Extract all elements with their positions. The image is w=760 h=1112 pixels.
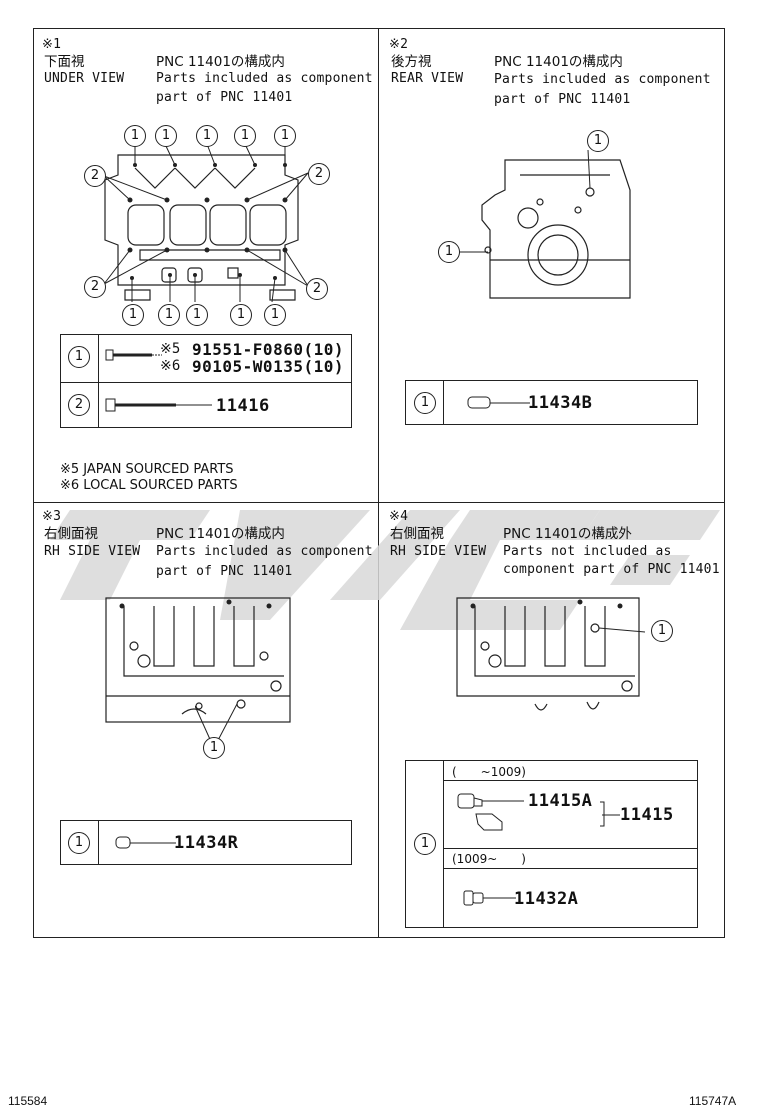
callout-2: 2 <box>306 278 328 300</box>
callout-1: 1 <box>587 130 609 152</box>
panel3-desc-jp: PNC 11401の構成内 <box>156 526 285 542</box>
panel3-desc-en1: Parts included as component <box>156 544 373 559</box>
part-number-11416: 11416 <box>216 396 270 416</box>
panel4-parts-table <box>405 760 698 928</box>
part-number-11432A: 11432A <box>514 889 579 909</box>
plug-bolt-icon <box>463 890 516 906</box>
callout-1: 1 <box>155 125 177 147</box>
panel4-desc-en1: Parts not included as <box>503 544 672 559</box>
callout-1: 1 <box>230 304 252 326</box>
callout-1: 1 <box>158 304 180 326</box>
callout-1: 1 <box>274 125 296 147</box>
panel2-desc-en2: part of PNC 11401 <box>494 92 631 107</box>
row1-mark5: ※5 <box>160 341 181 357</box>
panel4-view-jp: 右側面視 <box>390 526 444 542</box>
engine-rh-side-view-2 <box>456 597 645 711</box>
panel2-parts-table <box>405 380 698 425</box>
panel4-view-en: RH SIDE VIEW <box>390 544 487 559</box>
callout-1: 1 <box>124 125 146 147</box>
panel1-view-jp: 下面視 <box>44 54 85 70</box>
part-number-90105: 90105-W0135(10) <box>192 357 344 376</box>
part-number-11415A: 11415A <box>528 791 593 811</box>
panel3-view-jp: 右側面視 <box>44 526 98 542</box>
callout-2: 2 <box>308 163 330 185</box>
note-local-sourced: ※6 LOCAL SOURCED PARTS <box>60 478 238 493</box>
footer-right-code: 115747A <box>689 1094 737 1108</box>
part-number-91551: 91551-F0860(10) <box>192 340 344 359</box>
panel2-view-jp: 後方視 <box>391 54 432 70</box>
part-number-11434R: 11434R <box>174 833 239 853</box>
plug-icon <box>115 836 176 849</box>
panel2-view-en: REAR VIEW <box>391 71 464 86</box>
ref-1: 1 <box>414 392 436 414</box>
panel-divider-vertical <box>378 28 379 938</box>
footer-left-code: 115584 <box>8 1094 48 1108</box>
panel1-parts-table <box>60 334 352 428</box>
period-after-1009: (1009~ ) <box>452 852 526 866</box>
pin-icon <box>467 396 530 409</box>
bolt-icon <box>105 349 162 361</box>
panel4-desc-jp: PNC 11401の構成外 <box>503 526 632 542</box>
panel4-mark: ※4 <box>389 509 409 524</box>
panel2-mark: ※2 <box>389 37 409 52</box>
panel2-desc-jp: PNC 11401の構成内 <box>494 54 623 70</box>
diagram-frame <box>33 28 725 938</box>
callout-1: 1 <box>234 125 256 147</box>
panel4-desc-en2: component part of PNC 11401 <box>503 562 720 577</box>
row1-mark6: ※6 <box>160 358 181 374</box>
panel-divider-horizontal <box>33 502 725 503</box>
panel3-mark: ※3 <box>42 509 62 524</box>
callout-1: 1 <box>651 620 673 642</box>
engine-rear-view <box>481 150 631 299</box>
callout-1: 1 <box>438 241 460 263</box>
panel1-desc-en1: Parts included as component <box>156 71 373 86</box>
long-bolt-icon <box>105 398 212 412</box>
callout-1: 1 <box>186 304 208 326</box>
sensor-assy-icon <box>457 793 605 831</box>
toyota-watermark <box>50 510 720 630</box>
panel3-desc-en2: part of PNC 11401 <box>156 564 293 579</box>
ref-1: 1 <box>68 346 90 368</box>
engine-rh-side-view <box>105 597 291 723</box>
part-number-11415: 11415 <box>620 805 674 825</box>
callout-1: 1 <box>122 304 144 326</box>
panel2-desc-en1: Parts included as component <box>494 72 711 87</box>
callout-2: 2 <box>84 276 106 298</box>
part-number-11434B: 11434B <box>528 393 593 413</box>
panel3-parts-table <box>60 820 352 865</box>
callout-1: 1 <box>196 125 218 147</box>
ref-1: 1 <box>68 832 90 854</box>
panel3-view-en: RH SIDE VIEW <box>44 544 141 559</box>
callout-1: 1 <box>264 304 286 326</box>
panel1-desc-jp: PNC 11401の構成内 <box>156 54 285 70</box>
panel1-mark: ※1 <box>42 37 62 52</box>
engine-block-under-view <box>103 143 309 303</box>
period-before-1009: ( ~1009) <box>452 765 526 779</box>
ref-1: 1 <box>414 833 436 855</box>
ref-2: 2 <box>68 394 90 416</box>
panel1-view-en: UNDER VIEW <box>44 71 125 86</box>
callout-1: 1 <box>203 737 225 759</box>
callout-2: 2 <box>84 165 106 187</box>
panel1-desc-en2: part of PNC 11401 <box>156 90 293 105</box>
note-japan-sourced: ※5 JAPAN SOURCED PARTS <box>60 462 234 477</box>
